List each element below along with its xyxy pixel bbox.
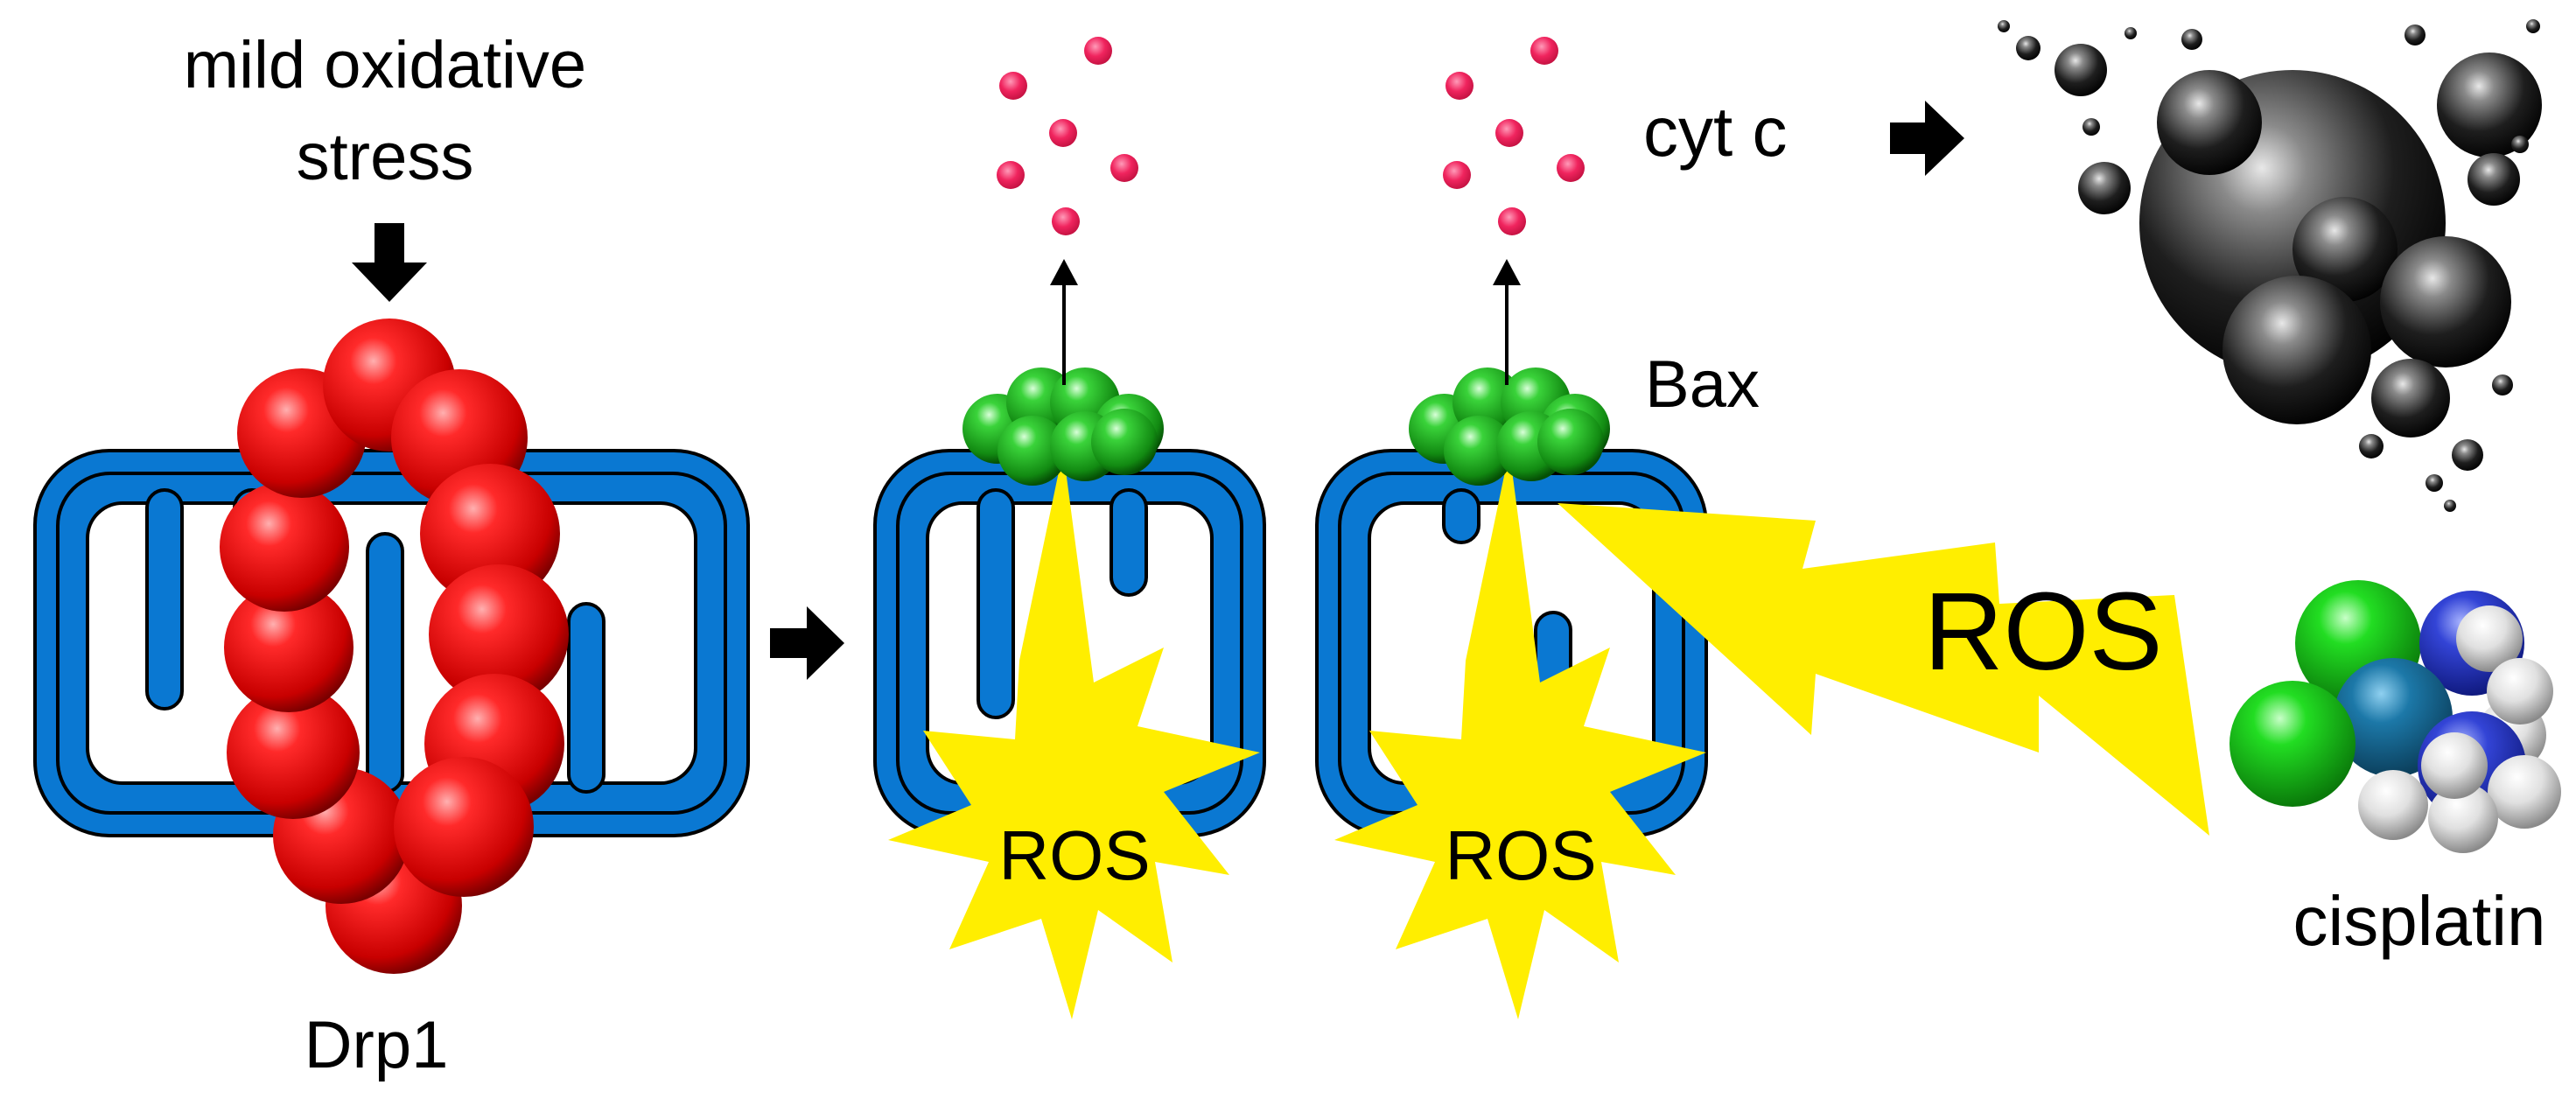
bax-label: Bax — [1645, 347, 1760, 422]
cyt-c-label: cyt c — [1643, 93, 1787, 171]
cisplatin-molecule — [2230, 580, 2561, 853]
right-arrow-icon — [1890, 101, 1964, 176]
drp1-oligomer — [220, 318, 569, 974]
up-arrow-icon — [1050, 259, 1078, 385]
down-arrow-icon — [352, 223, 427, 302]
stress-label-line1: mild oxidative — [184, 28, 586, 102]
ros-burst-1-label: ROS — [998, 816, 1150, 894]
stress-label-line2: stress — [297, 120, 474, 194]
ros-lightning-bolt — [1558, 503, 2209, 836]
ros-bolt-label: ROS — [1923, 570, 2162, 693]
drp1-label: Drp1 — [304, 1008, 449, 1082]
cisplatin-label: cisplatin — [2292, 882, 2545, 960]
ros-burst-1 — [888, 451, 1260, 1019]
bax-cluster-2 — [1409, 368, 1610, 486]
apoptotic-cell — [1998, 19, 2542, 512]
cytochrome-c-particles-2 — [1443, 37, 1585, 235]
ros-burst-2 — [1334, 451, 1706, 1019]
mitochondrion-1 — [33, 449, 750, 837]
cytochrome-c-particles-1 — [997, 37, 1138, 235]
up-arrow-icon — [1493, 259, 1521, 385]
right-arrow-icon — [770, 606, 844, 680]
ros-burst-2-label: ROS — [1445, 816, 1596, 894]
bax-cluster-1 — [962, 368, 1164, 486]
